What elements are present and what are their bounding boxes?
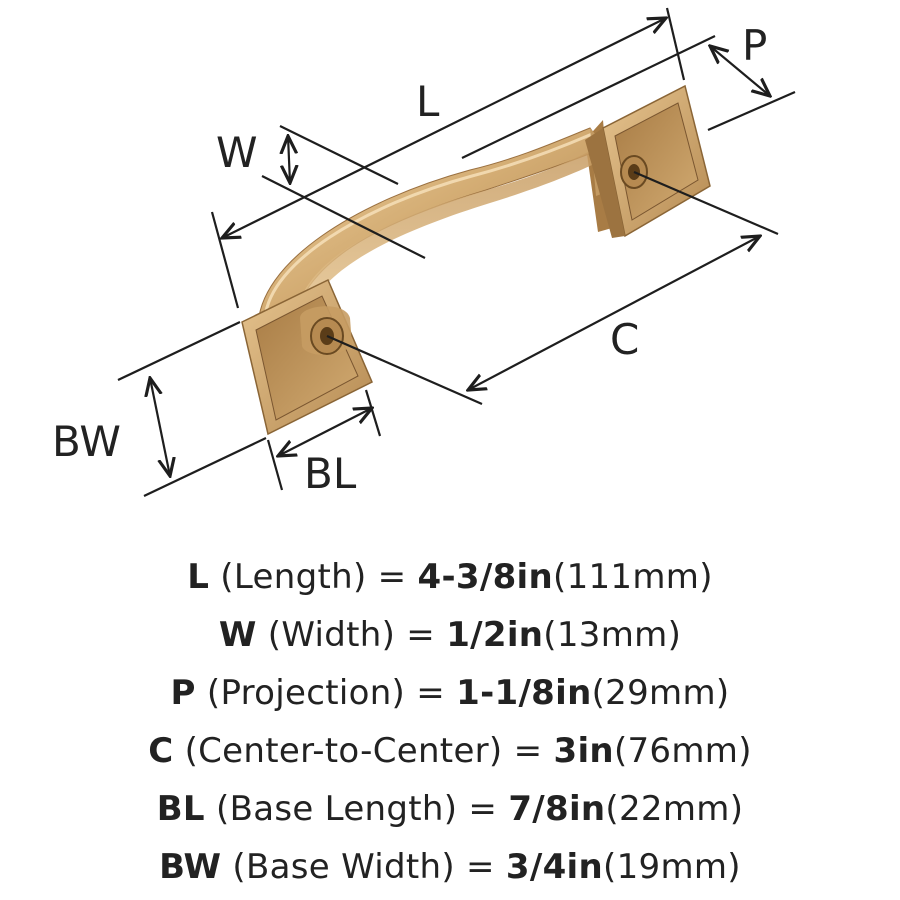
p-extension-bottom [707, 90, 796, 132]
l-extension-right [665, 7, 686, 81]
spec-symbol: P [170, 673, 196, 713]
spec-label: (Base Length) = [204, 789, 509, 829]
bw-extension-top [117, 321, 241, 381]
spec-value: 4-3/8in [417, 557, 553, 597]
spec-label: (Length) = [209, 557, 418, 597]
spec-label: (Center-to-Center) = [173, 731, 554, 771]
spec-label: (Base Width) = [221, 847, 506, 887]
spec-center-to-center: C (Center-to-Center) = 3in(76mm) [0, 722, 900, 780]
spec-value: 3in [553, 731, 614, 771]
label-w: W [216, 128, 258, 177]
spec-metric: (29mm) [591, 673, 730, 713]
spec-value: 7/8in [508, 789, 606, 829]
dimension-lines [117, 7, 796, 497]
spec-label: (Projection) = [195, 673, 457, 713]
spec-metric: (13mm) [543, 615, 682, 655]
spec-base-width: BW (Base Width) = 3/4in(19mm) [0, 838, 900, 896]
label-bw: BW [52, 417, 121, 466]
c-dimension-arrow [468, 236, 760, 390]
c-extension-left [326, 334, 483, 406]
spec-metric: (19mm) [603, 847, 741, 887]
cabinet-pull-image [241, 84, 711, 436]
p-dimension-arrow [710, 46, 770, 96]
spec-width: W (Width) = 1/2in(13mm) [0, 606, 900, 664]
dimension-diagram: L W P C BW BL [52, 7, 796, 498]
l-extension-left [210, 211, 240, 309]
bw-extension-bottom [143, 437, 267, 497]
w-dimension-arrow [288, 136, 290, 183]
spec-symbol: BL [156, 789, 205, 829]
bw-dimension-arrow [150, 378, 170, 476]
spec-symbol: L [187, 557, 210, 597]
spec-value: 1/2in [446, 615, 544, 655]
label-c: C [610, 315, 639, 364]
l-dimension-arrow [222, 18, 666, 238]
spec-base-length: BL (Base Length) = 7/8in(22mm) [0, 780, 900, 838]
spec-value: 1-1/8in [456, 673, 592, 713]
w-extension-bottom [261, 175, 426, 259]
spec-value: 3/4in [505, 847, 604, 887]
specification-list: L (Length) = 4-3/8in(111mm) W (Width) = … [0, 548, 900, 896]
spec-symbol: BW [159, 847, 222, 887]
bl-dimension-arrow [278, 408, 372, 456]
bl-extension-left [266, 439, 284, 491]
label-bl: BL [304, 449, 357, 498]
spec-metric: (76mm) [613, 731, 752, 771]
c-extension-right [633, 170, 779, 236]
spec-projection: P (Projection) = 1-1/8in(29mm) [0, 664, 900, 722]
spec-symbol: C [148, 731, 174, 771]
label-p: P [742, 21, 767, 70]
spec-label: (Width) = [256, 615, 447, 655]
label-l: L [416, 77, 440, 126]
spec-length: L (Length) = 4-3/8in(111mm) [0, 548, 900, 606]
p-extension-top [461, 35, 716, 159]
spec-symbol: W [218, 615, 257, 655]
left-base [241, 278, 373, 436]
spec-metric: (22mm) [605, 789, 744, 829]
bl-extension-right [364, 389, 382, 437]
spec-metric: (111mm) [553, 557, 713, 597]
w-extension-top [279, 125, 399, 185]
